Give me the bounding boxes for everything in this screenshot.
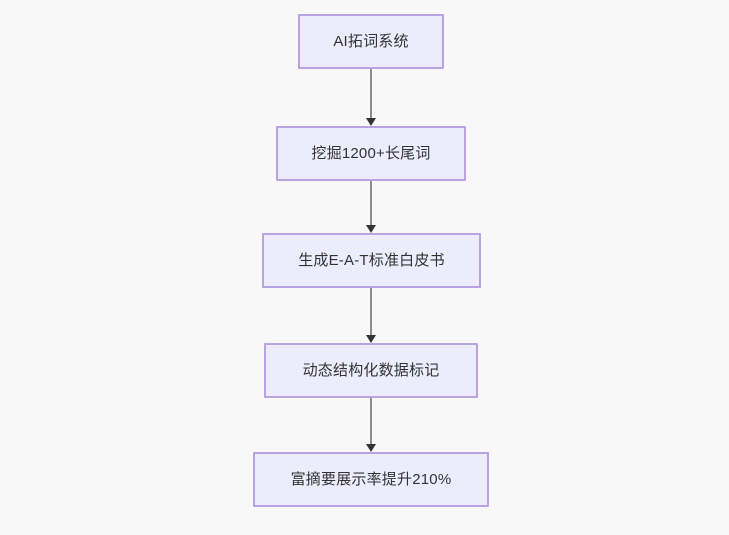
- flowchart-node-rich-snippet-impression-uplift[interactable]: 富摘要展示率提升210%: [253, 452, 489, 507]
- flowchart-node-label: AI拓词系统: [333, 32, 409, 50]
- arrow-head-icon: [366, 335, 376, 343]
- edge-line: [370, 181, 372, 225]
- edge-line: [370, 288, 372, 335]
- flowchart-node-label: 富摘要展示率提升210%: [290, 470, 452, 488]
- arrow-head-icon: [366, 118, 376, 126]
- flowchart-edge-n3-n4: [366, 288, 376, 343]
- flowchart-node-ai-keyword-system[interactable]: AI拓词系统: [298, 14, 444, 69]
- flowchart-node-label: 生成E-A-T标准白皮书: [298, 251, 445, 269]
- arrow-head-icon: [366, 225, 376, 233]
- flowchart-node-generate-eat-whitepaper[interactable]: 生成E-A-T标准白皮书: [262, 233, 481, 288]
- flowchart-node-label: 动态结构化数据标记: [302, 361, 440, 379]
- flowchart-edge-n2-n3: [366, 181, 376, 233]
- edge-line: [370, 398, 372, 444]
- flowchart-node-dynamic-structured-data-markup[interactable]: 动态结构化数据标记: [264, 343, 478, 398]
- edge-line: [370, 69, 372, 118]
- flowchart-edge-n1-n2: [366, 69, 376, 126]
- arrow-head-icon: [366, 444, 376, 452]
- flowchart-node-mine-longtail-keywords[interactable]: 挖掘1200+长尾词: [276, 126, 466, 181]
- flowchart-edge-n4-n5: [366, 398, 376, 452]
- flowchart-node-label: 挖掘1200+长尾词: [311, 144, 431, 162]
